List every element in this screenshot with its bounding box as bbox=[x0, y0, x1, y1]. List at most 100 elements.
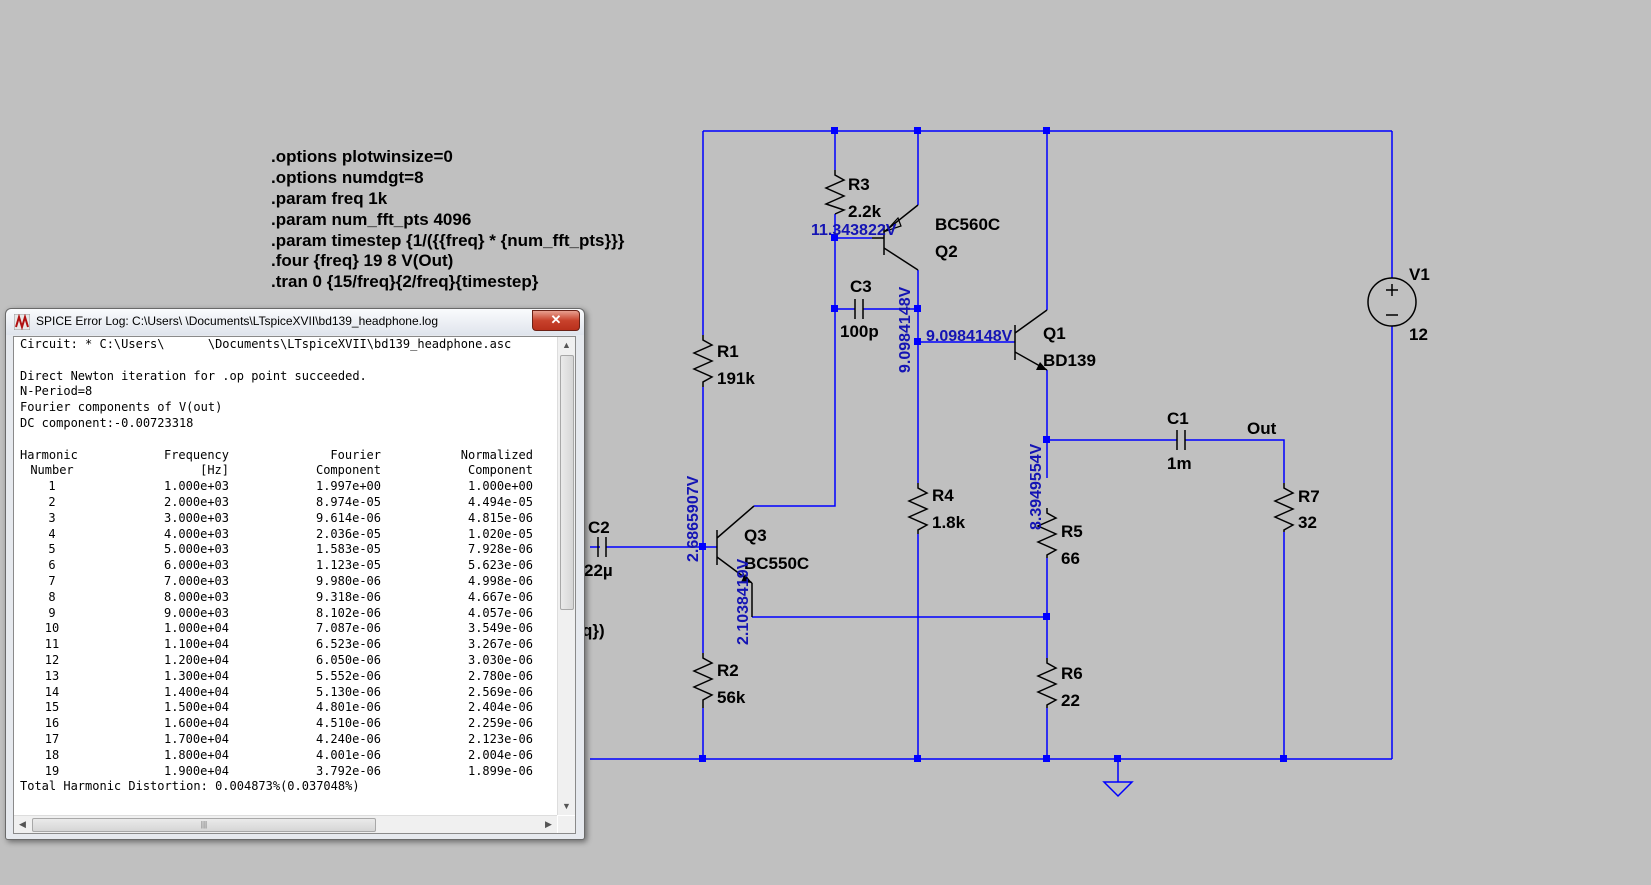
log-text[interactable]: Circuit: * C:\Users\ \Documents\LTspiceX… bbox=[14, 337, 557, 815]
capacitor-c3[interactable]: C3 100p bbox=[840, 277, 879, 341]
vertical-scroll-thumb[interactable] bbox=[560, 355, 574, 610]
table-cell: 1.300e+04 bbox=[163, 668, 229, 683]
capacitor-c1[interactable]: C1 1m bbox=[1167, 409, 1192, 473]
transistor-q3[interactable]: Q3 BC550C bbox=[716, 505, 809, 617]
directive-line[interactable]: .tran 0 {15/freq}{2/freq}{timestep} bbox=[271, 272, 539, 291]
directive-line[interactable]: .four {freq} 19 8 V(Out) bbox=[271, 251, 453, 270]
close-button[interactable]: ✕ bbox=[532, 310, 580, 331]
table-cell: 9.318e-06 bbox=[315, 589, 381, 604]
log-line bbox=[14, 432, 557, 448]
table-cell: 6.000e+03 bbox=[163, 558, 229, 573]
log-pane[interactable]: Circuit: * C:\Users\ \Documents\LTspiceX… bbox=[13, 336, 576, 834]
table-header: [Hz] bbox=[200, 463, 229, 478]
scroll-right-icon[interactable]: ▶ bbox=[545, 819, 552, 829]
table-header: Component bbox=[315, 463, 381, 478]
r3-name: R3 bbox=[848, 175, 870, 194]
table-cell: 4.000e+03 bbox=[163, 526, 229, 541]
voltage-source-v1[interactable]: V1 12 bbox=[1367, 265, 1430, 344]
resistor-r7[interactable]: R7 32 bbox=[1273, 483, 1320, 532]
spice-directives[interactable]: .options plotwinsize=0 .options numdgt=8… bbox=[271, 147, 625, 640]
directive-line[interactable]: .param timestep {1/({{freq} * {num_fft_p… bbox=[271, 231, 625, 250]
c1-value: 1m bbox=[1167, 454, 1192, 473]
directive-line[interactable]: .param freq 1k bbox=[271, 189, 388, 208]
resistor-r1[interactable]: R1 191k bbox=[692, 335, 755, 388]
vertical-scrollbar[interactable]: ▲ ▼ bbox=[557, 337, 575, 815]
table-cell: 4.667e-06 bbox=[467, 589, 533, 604]
c3-name: C3 bbox=[850, 277, 872, 296]
transistor-q2[interactable]: BC560C Q2 bbox=[872, 204, 1000, 271]
directive-line[interactable]: .options numdgt=8 bbox=[271, 168, 424, 187]
resistor-r3[interactable]: R3 2.2k bbox=[823, 170, 882, 221]
table-cell: 1.000e+04 bbox=[163, 621, 229, 636]
table-cell: 8.102e-06 bbox=[315, 605, 381, 620]
directive-line[interactable]: .options plotwinsize=0 bbox=[271, 147, 453, 166]
table-header: Component bbox=[467, 463, 533, 478]
horizontal-scrollbar[interactable]: ◀ ||| ▶ bbox=[14, 815, 557, 833]
junction-dot bbox=[914, 305, 921, 312]
scroll-up-icon[interactable]: ▲ bbox=[562, 340, 571, 350]
window-titlebar[interactable]: SPICE Error Log: C:\Users\ \Documents\LT… bbox=[6, 309, 584, 335]
capacitor-c2[interactable]: C2 22µ bbox=[584, 518, 613, 580]
scroll-down-icon[interactable]: ▼ bbox=[562, 801, 571, 811]
r6-value: 22 bbox=[1061, 691, 1080, 710]
c2-value: 22µ bbox=[584, 561, 613, 580]
table-cell: 1 bbox=[48, 479, 56, 494]
table-cell: 9 bbox=[48, 605, 56, 620]
table-cell: 6.050e-06 bbox=[315, 652, 381, 667]
table-cell: 1.123e-05 bbox=[315, 558, 381, 573]
table-cell: 1.020e-05 bbox=[467, 526, 533, 541]
ground-symbol[interactable] bbox=[1102, 781, 1134, 798]
r7-value: 32 bbox=[1298, 513, 1317, 532]
junction-dot bbox=[1114, 755, 1121, 762]
table-cell: 5.130e-06 bbox=[315, 684, 381, 699]
r2-name: R2 bbox=[717, 661, 739, 680]
table-cell: 4.510e-06 bbox=[315, 716, 381, 731]
v1-name: V1 bbox=[1409, 265, 1430, 284]
directive-fragment[interactable]: q}) bbox=[582, 621, 605, 640]
table-cell: 19 bbox=[44, 763, 60, 778]
table-cell: 1.997e+00 bbox=[315, 479, 381, 494]
net-label-out[interactable]: Out bbox=[1247, 419, 1277, 438]
junction-dot bbox=[699, 755, 706, 762]
table-cell: 9.980e-06 bbox=[315, 573, 381, 588]
resistor-r6[interactable]: R6 22 bbox=[1036, 658, 1083, 710]
table-cell: 2.123e-06 bbox=[467, 731, 533, 746]
table-cell: 11 bbox=[44, 637, 60, 652]
spice-error-log-window[interactable]: SPICE Error Log: C:\Users\ \Documents\LT… bbox=[5, 308, 585, 840]
table-cell: 1.000e+03 bbox=[163, 479, 229, 494]
junction-dot bbox=[699, 543, 706, 550]
transistor-q1[interactable]: Q1 BD139 bbox=[1014, 309, 1096, 371]
table-cell: 7.928e-06 bbox=[467, 542, 533, 557]
junction-dot bbox=[1043, 436, 1050, 443]
table-cell: 1.400e+04 bbox=[163, 684, 229, 699]
horizontal-scroll-thumb[interactable]: ||| bbox=[32, 818, 376, 832]
table-cell: 2.000e+03 bbox=[163, 494, 229, 509]
resistor-r4[interactable]: R4 1.8k bbox=[907, 483, 966, 534]
table-cell: 9.000e+03 bbox=[163, 605, 229, 620]
table-header: Normalized bbox=[460, 447, 533, 462]
table-cell: 5.623e-06 bbox=[467, 558, 533, 573]
table-cell: 2.004e-06 bbox=[467, 747, 533, 762]
directive-line[interactable]: .param num_fft_pts 4096 bbox=[271, 210, 471, 229]
resistor-r2[interactable]: R2 56k bbox=[692, 653, 746, 708]
r5-name: R5 bbox=[1061, 522, 1083, 541]
table-header: Frequency bbox=[163, 447, 229, 462]
resistor-r5[interactable]: R5 66 bbox=[1036, 508, 1083, 568]
table-cell: 1.700e+04 bbox=[163, 731, 229, 746]
junction-dot bbox=[831, 305, 838, 312]
q1-model: BD139 bbox=[1043, 351, 1096, 370]
table-cell: 2.036e-05 bbox=[315, 526, 381, 541]
table-cell: 4.815e-06 bbox=[467, 510, 533, 525]
table-cell: 14 bbox=[44, 684, 60, 699]
scroll-left-icon[interactable]: ◀ bbox=[19, 819, 26, 829]
voltage-q2-collector: 9.0984148V bbox=[897, 286, 914, 373]
table-cell: 1.200e+04 bbox=[163, 652, 229, 667]
